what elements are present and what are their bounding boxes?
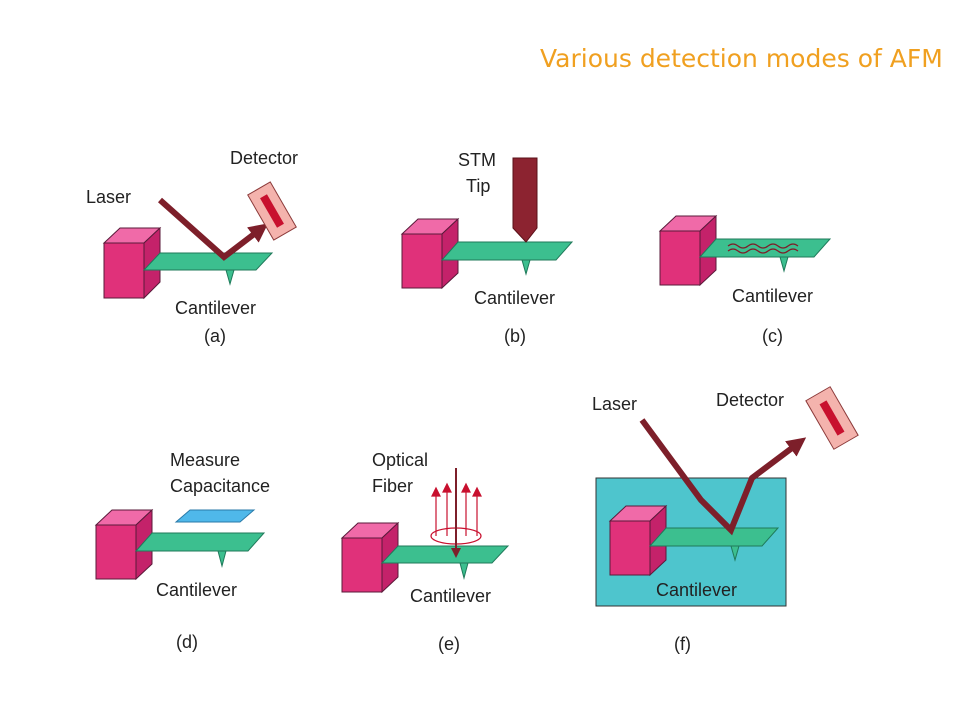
- detector-label: Detector: [716, 390, 784, 410]
- interference-wave: [727, 248, 799, 254]
- capacitor-plate: [174, 509, 256, 523]
- stm-label-line2: Tip: [466, 176, 490, 196]
- panel-a: Laser Detector Cantilever (a): [86, 148, 298, 346]
- panel-id-label: (f): [674, 634, 691, 654]
- support-block: [608, 504, 668, 577]
- panel-e: Optical Fiber Cantilever (e): [340, 450, 510, 654]
- cantilever: [134, 532, 266, 552]
- detector-label: Detector: [230, 148, 298, 168]
- cantilever-label: Cantilever: [410, 586, 491, 606]
- panel-b: STM Tip Cantilever (b): [400, 150, 574, 346]
- optical-label-line2: Fiber: [372, 476, 413, 496]
- interference-wave: [727, 243, 799, 249]
- support-block: [94, 508, 154, 581]
- cantilever-tip: [225, 269, 235, 286]
- panel-f: Laser Detector Cantilever (f): [592, 386, 859, 654]
- cantilever-label: Cantilever: [175, 298, 256, 318]
- cantilever-tip: [779, 256, 789, 273]
- support-block: [340, 521, 400, 594]
- panel-c: Cantilever (c): [658, 214, 832, 346]
- laser-beam: [639, 418, 807, 536]
- cantilever: [380, 545, 510, 564]
- page-title: Various detection modes of AFM: [540, 44, 943, 73]
- stm-tip: [512, 157, 538, 243]
- stm-label-line1: STM: [458, 150, 496, 170]
- cantilever-label: Cantilever: [474, 288, 555, 308]
- detector-icon: [247, 181, 297, 241]
- panel-id-label: (b): [504, 326, 526, 346]
- panel-d: Measure Capacitance Cantilever (d): [94, 450, 270, 652]
- laser-beam: [158, 197, 269, 261]
- detector-icon: [805, 386, 859, 450]
- cantilever-label: Cantilever: [156, 580, 237, 600]
- panel-id-label: (c): [762, 326, 783, 346]
- cantilever-tip: [459, 562, 469, 580]
- cantilever-tip: [730, 545, 740, 562]
- cantilever: [142, 252, 274, 271]
- cantilever: [648, 527, 780, 547]
- support-block: [400, 217, 460, 290]
- panel-id-label: (a): [204, 326, 226, 346]
- cantilever: [440, 241, 574, 261]
- panel-id-label: (e): [438, 634, 460, 654]
- laser-label: Laser: [86, 187, 131, 207]
- cantilever-label: Cantilever: [732, 286, 813, 306]
- measure-label-line1: Measure: [170, 450, 240, 470]
- laser-label: Laser: [592, 394, 637, 414]
- support-block: [102, 226, 162, 300]
- cantilever-tip: [217, 550, 227, 568]
- cantilever-tip: [521, 259, 531, 276]
- cantilever-label: Cantilever: [656, 580, 737, 600]
- panel-id-label: (d): [176, 632, 198, 652]
- optical-label-line1: Optical: [372, 450, 428, 470]
- measure-label-line2: Capacitance: [170, 476, 270, 496]
- optical-fiber-icon: [430, 468, 482, 558]
